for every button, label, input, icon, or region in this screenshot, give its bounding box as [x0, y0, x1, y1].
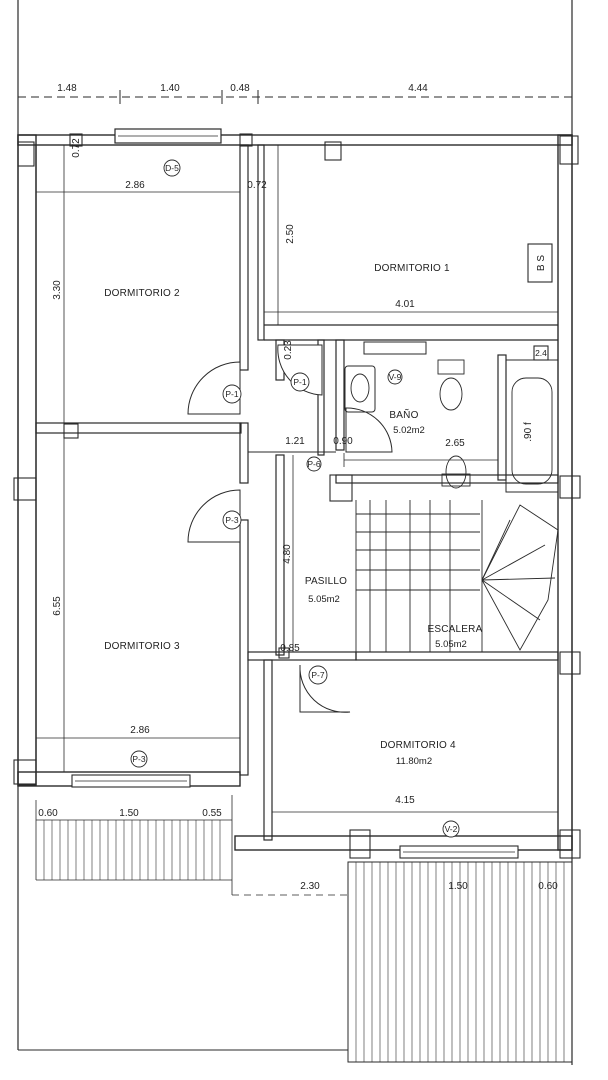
room-label-dormitorio-1: DORMITORIO 1: [374, 263, 450, 274]
tag-window-top: D-5: [165, 163, 179, 173]
tag-door-d2: P-1: [225, 389, 239, 399]
tag-door-d1: P-1: [293, 377, 307, 387]
tag-door-d3: P-3: [225, 515, 239, 525]
dim-d3-width: 2.86: [130, 725, 150, 736]
dim-bano-width: 2.65: [445, 438, 465, 449]
room-area-bano: 5.02m2: [393, 425, 425, 436]
dim-bottom-l1: 0.60: [38, 808, 58, 819]
dim-d2-width: 2.86: [125, 180, 145, 191]
dim-bottom-r2: 1.50: [448, 881, 468, 892]
dim-hall-2: 0.90: [333, 436, 353, 447]
room-label-dormitorio-2: DORMITORIO 2: [104, 288, 180, 299]
room-area-pasillo: 5.05m2: [308, 594, 340, 605]
tag-door-bano: P-6: [307, 459, 321, 469]
room-area-escalera: 5.05m2: [435, 639, 467, 650]
dim-top-2: 1.40: [160, 83, 180, 94]
room-label-bano: BAÑO: [389, 408, 418, 421]
wc-tag: 2.4: [535, 348, 547, 358]
dim-d1-height: 2.50: [285, 224, 296, 244]
dim-top-4: 4.44: [408, 83, 428, 94]
dim-hall-1: 1.21: [285, 436, 305, 447]
dim-pasillo-small: 0.85: [280, 643, 300, 654]
tag-window-d3: P-3: [132, 754, 146, 764]
room-label-pasillo: PASILLO: [305, 576, 347, 587]
dim-d2-small: 0.72: [71, 138, 82, 158]
tag-door-d4: P-7: [311, 670, 325, 680]
room-label-dormitorio-4: DORMITORIO 4: [380, 740, 456, 751]
dim-d1-small: 0.23: [283, 340, 294, 360]
room-area-dormitorio-4: 11.80m2: [396, 756, 432, 767]
dim-top-3: 0.48: [230, 83, 250, 94]
room-label-escalera: ESCALERA: [428, 624, 483, 635]
dim-bottom-l3: 0.55: [202, 808, 222, 819]
dim-d4-width: 4.15: [395, 795, 415, 806]
dim-pasillo-height: 4.80: [282, 544, 293, 564]
tag-window-d4: V-2: [445, 824, 458, 834]
bathtub-label: .90 f: [523, 422, 534, 442]
dim-top-1: 1.48: [57, 83, 77, 94]
dim-d2-height: 3.30: [52, 280, 63, 300]
dim-d2-right: 0.72: [247, 180, 267, 191]
dim-bottom-l2: 1.50: [119, 808, 139, 819]
tag-window-bano: V-9: [389, 372, 402, 382]
wardrobe-label: B S: [536, 255, 547, 271]
dim-d3-height: 6.55: [52, 596, 63, 616]
dim-bottom-r3: 0.60: [538, 881, 558, 892]
dim-bottom-r1: 2.30: [300, 881, 320, 892]
room-label-dormitorio-3: DORMITORIO 3: [104, 641, 180, 652]
dim-d1-width: 4.01: [395, 299, 415, 310]
